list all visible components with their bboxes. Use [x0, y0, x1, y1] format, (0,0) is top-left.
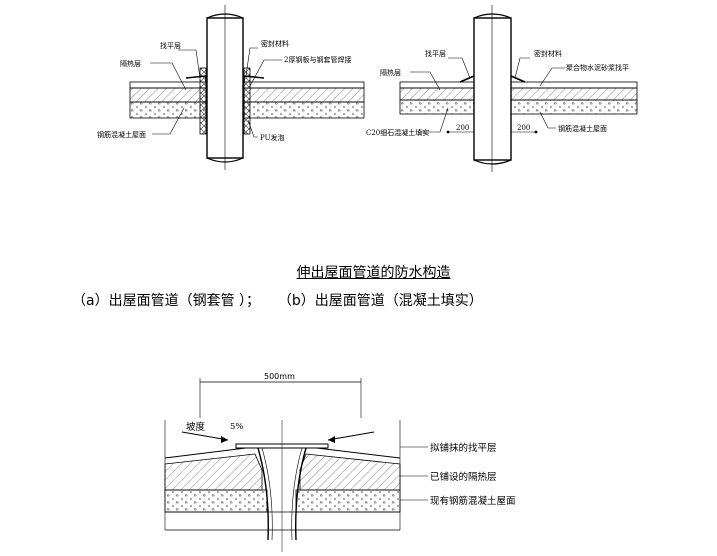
figure-c-label-leveling: 拟铺抹的找平层 [430, 442, 497, 454]
figure-c: 500mm 坡度 5% 拟铺抹的找平层 已铺设的隔热层 现有 [164, 372, 516, 552]
figure-c-slope-value: 5% [230, 422, 244, 432]
figure-c-slab-left [164, 489, 268, 513]
figure-a-slab-left [129, 101, 207, 119]
figure-a-sleeve-right [243, 67, 251, 135]
figure-b-label-rc-roof: 钢筋混凝土屋面 [558, 124, 607, 133]
figure-a-leveling-left [129, 81, 207, 89]
figure-c-dimension-text: 500mm [264, 372, 295, 381]
figure-a-label-steel-plate: 2厚钢板与钢套管焊接 [284, 55, 351, 64]
figure-b-slab-left [399, 99, 475, 115]
figure-c-slab-right [295, 489, 401, 513]
figure-b-label-insulation: 隔热层 [380, 68, 401, 77]
figure-a-label-pu-foam: PU发泡 [260, 133, 285, 142]
figure-a-label-insulation: 隔热层 [120, 59, 141, 68]
figure-b-dim-right: 200 [517, 124, 530, 132]
figure-a: 找平层 隔热层 钢筋混凝土屋面 密封材料 2厚钢板与钢套管焊接 PU发泡 [97, 5, 365, 170]
figure-b-label-sealant: 密封材料 [534, 49, 562, 58]
figure-caption-title: 伸出屋面管道的防水构造 [296, 265, 451, 281]
figure-b-leveling-right [510, 81, 638, 89]
figure-c-label-insulation: 已铺设的隔热层 [430, 471, 497, 483]
figure-b-insulation-right [510, 87, 638, 101]
figure-c-insulation-right [299, 453, 401, 491]
figure-a-leveling-right [243, 81, 365, 89]
figure-a-insulation-left [129, 87, 207, 103]
figure-c-label-rc-roof: 现有钢筋混凝土屋面 [430, 495, 516, 507]
figure-b-pipe [473, 17, 512, 161]
figure-b-label-leveling: 找平层 [425, 49, 446, 58]
figure-b: 200 200 找平层 隔热层 C20细石混凝土填实 密封材料 聚合物水泥砂浆找… [366, 5, 638, 172]
figure-caption-subtitle: （a）出屋面管道（钢套管 ）； （b）出屋面管道（混凝土填实） [72, 293, 483, 309]
figure-b-insulation-left [399, 87, 475, 101]
figure-a-label-leveling: 找平层 [160, 41, 181, 50]
figure-b-label-fine-concrete: C20细石混凝土填实 [366, 128, 429, 137]
figure-b-dim-left: 200 [456, 124, 469, 132]
figure-a-label-sealant: 密封材料 [261, 39, 289, 48]
figure-a-insulation-right [243, 87, 365, 103]
figure-b-slab-right [510, 99, 638, 115]
figure-b-label-polymer-mortar: 聚合物水泥砂浆找平 [566, 63, 629, 72]
figure-a-label-rc-roof: 钢筋混凝土屋面 [97, 130, 146, 139]
figure-c-slope-label: 坡度 [186, 421, 206, 433]
figure-a-sleeve-left [199, 67, 207, 135]
figure-c-insulation-left [164, 453, 263, 491]
figure-a-slab-right [243, 101, 365, 119]
